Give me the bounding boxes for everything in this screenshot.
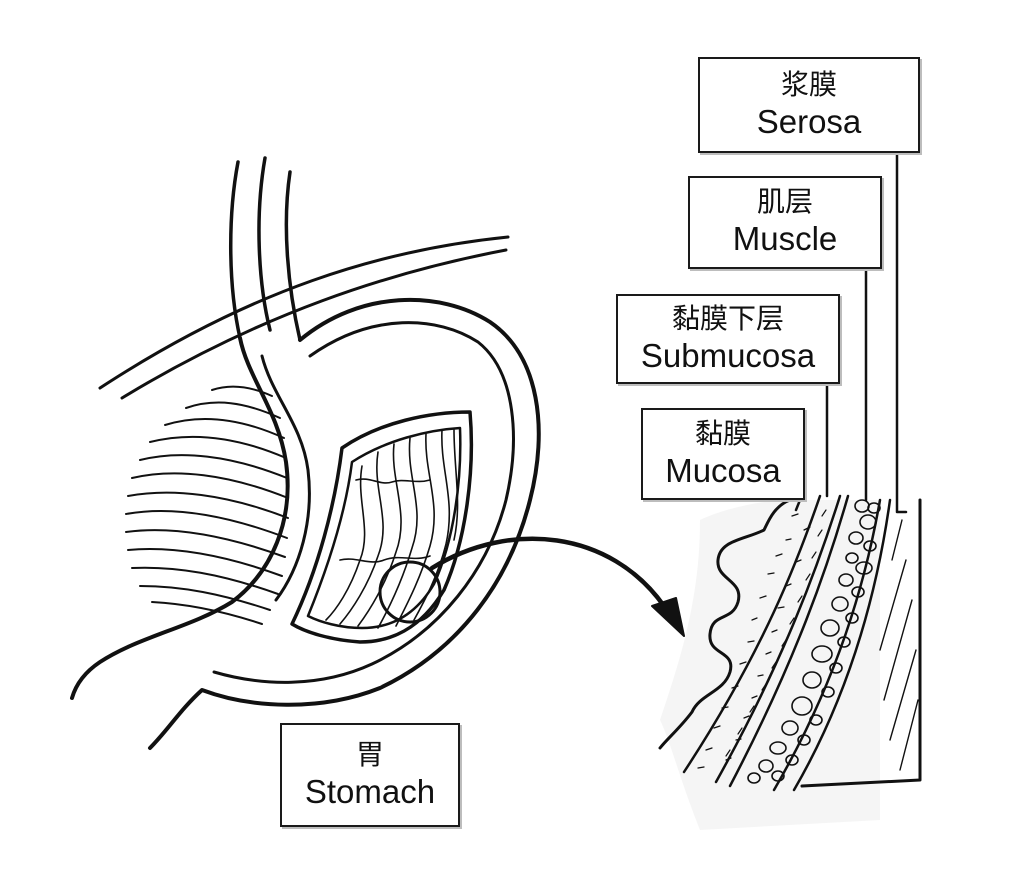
label-submucosa-zh: 黏膜下层 [671, 301, 784, 335]
label-serosa: 浆膜 Serosa [698, 57, 920, 153]
label-serosa-en: Serosa [756, 102, 862, 140]
serosa-texture [879, 519, 919, 771]
muscle-cells [747, 499, 881, 784]
leader-mucosa [794, 498, 802, 512]
stomach-outer [70, 297, 541, 750]
diaphragm [98, 235, 510, 400]
zoom-indicator [378, 536, 685, 637]
label-serosa-zh: 浆膜 [780, 67, 837, 101]
label-stomach-en: Stomach [304, 772, 436, 810]
cross-section-shading [660, 500, 880, 830]
stomach-inner-wall [212, 321, 515, 684]
label-muscle-en: Muscle [732, 220, 838, 258]
esophagus [229, 156, 302, 342]
label-mucosa-en: Mucosa [665, 451, 781, 489]
wall-cross-section [658, 151, 922, 830]
zoom-arrow-head [651, 597, 685, 637]
stomach-illustration [70, 156, 685, 750]
leader-lines [794, 151, 908, 514]
label-mucosa: 黏膜 Mucosa [641, 408, 805, 500]
layer-boundaries [682, 494, 892, 792]
leader-serosa [895, 151, 908, 514]
label-muscle: 肌层 Muscle [688, 176, 882, 269]
label-mucosa-zh: 黏膜 [694, 416, 751, 450]
submucosa-texture [725, 509, 827, 757]
label-stomach: 胃 Stomach [280, 723, 460, 827]
label-submucosa-en: Submucosa [640, 336, 816, 374]
mucosa-wavy-edge [658, 498, 792, 750]
zoom-arrow-line [429, 536, 667, 609]
zoom-circle [378, 560, 442, 624]
stomach-cutaway [290, 410, 474, 644]
outer-wall-line [800, 498, 922, 788]
label-submucosa: 黏膜下层 Submucosa [616, 294, 840, 384]
label-stomach-zh: 胃 [355, 737, 384, 771]
hatching-lines [125, 385, 289, 625]
stomach-rugae [325, 429, 459, 629]
label-muscle-zh: 肌层 [756, 185, 813, 219]
